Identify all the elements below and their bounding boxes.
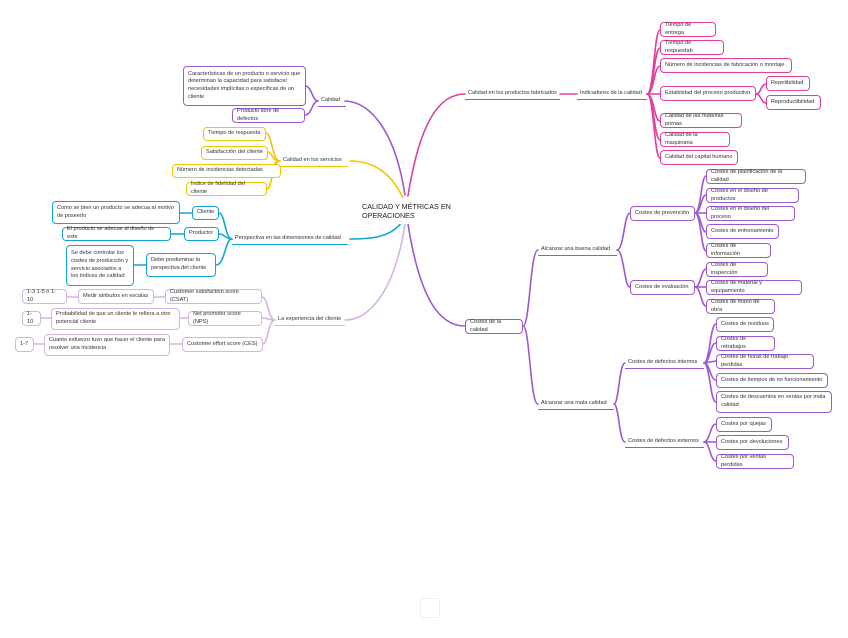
topic-inspeccion[interactable]: Costes de inspección (706, 262, 768, 277)
topic-satisfaccion-cliente[interactable]: Satisfacción del cliente (201, 146, 268, 160)
link-root-costes (407, 223, 466, 327)
topic-nps-scale[interactable]: 1-10 (22, 311, 41, 326)
topic-incidencias-fabricacion[interactable]: Número de incidencias de fabricación o m… (660, 58, 792, 73)
topic-ces-desc[interactable]: Cuanto esfuerzo tuvo que hacer el client… (44, 334, 170, 356)
topic-costes-prevencion[interactable]: Costes de prevención (630, 206, 695, 221)
topic-costes-calidad[interactable]: Costes de la calidad (465, 319, 523, 334)
topic-defectos-internos[interactable]: Costes de defectos internos (625, 357, 704, 369)
topic-nps[interactable]: Net promoter score (NPS) (188, 311, 262, 326)
topic-estabilidad-proceso[interactable]: Estabilidad del proceso productivo (660, 86, 756, 101)
root-topic[interactable]: CALIDAD Y MÉTRICAS EN OPERACIONES (362, 198, 452, 224)
topic-materias-primas[interactable]: Calidad de las materias primas (660, 113, 742, 128)
topic-producto-libre-defectos[interactable]: Producto libre de defectos (232, 108, 305, 123)
link-root-perspectiva (349, 221, 403, 240)
link-root-calidad (344, 100, 406, 196)
topic-calidad-servicios[interactable]: Calidad en los servicios (280, 155, 348, 167)
topic-tiempo-respuestab[interactable]: Tiempo de respuestab (660, 40, 724, 55)
topic-costes-evaluacion[interactable]: Costes de evaluación (630, 280, 695, 295)
topic-repetibilidad[interactable]: Repetibilidad (766, 76, 810, 91)
topic-buena-calidad[interactable]: Alcanzar una buena calidad (538, 244, 617, 256)
topic-quejas[interactable]: Costes por quejas (716, 417, 772, 432)
topic-numero-incidencias[interactable]: Número de incidencias detectadas (172, 164, 281, 178)
topic-ces[interactable]: Customer effort score (CES) (182, 337, 263, 352)
topic-mala-calidad[interactable]: Alcanzar una mala calidad (538, 398, 614, 410)
topic-defectos-externos[interactable]: Costes de defectos externos (625, 436, 704, 448)
topic-maquinaria[interactable]: Calidad de la maquinaria (660, 132, 730, 147)
topic-ces-scale[interactable]: 1-7 (15, 337, 34, 352)
topic-productor-desc[interactable]: El producto se adecue al diseño de este (62, 226, 171, 241)
topic-reproductibilidad[interactable]: Reproductibilidad (766, 95, 821, 110)
topic-cliente[interactable]: Cliente (192, 206, 219, 220)
topic-controlar-costes[interactable]: Se debe controlar los costes de producci… (66, 245, 134, 286)
topic-tiempo-respuesta[interactable]: Tiempo de respuesta (203, 127, 266, 141)
topic-devoluciones[interactable]: Costes por devoluciones (716, 435, 789, 450)
link-root-experiencia (344, 223, 406, 321)
topic-predominar-cliente[interactable]: Debe predominar la perspectiva del clien… (146, 253, 216, 277)
topic-ventas-perdidas[interactable]: Costes por ventas perdidas (716, 454, 794, 469)
canvas-marker (420, 598, 440, 618)
topic-entrenamiento[interactable]: Costes de entrenamiento (706, 224, 779, 239)
topic-informacion[interactable]: Costes de información (706, 243, 771, 258)
topic-csat-scale[interactable]: 1-3 1-5 o 1-10 (22, 289, 67, 304)
topic-retrabajos[interactable]: Costes de retrabajos (716, 336, 775, 351)
topic-residuos[interactable]: Costes de residuos (716, 317, 774, 332)
topic-experiencia-cliente[interactable]: La experiencia del cliente (275, 314, 345, 326)
topic-productor[interactable]: Productor (184, 227, 219, 241)
topic-diseno-proceso[interactable]: Costes en el diseño del proceso (706, 206, 795, 221)
topic-calidad-definicion[interactable]: Características de un producto o servici… (183, 66, 306, 106)
topic-calidad[interactable]: Calidad (318, 95, 346, 107)
topic-indicadores-calidad[interactable]: Indicadores de la calidad (577, 88, 647, 100)
topic-cliente-desc[interactable]: Como se bien un producto se adecua al mo… (52, 201, 180, 224)
topic-material-equipamiento[interactable]: Costes de material y equipamiento (706, 280, 802, 295)
topic-perspectiva[interactable]: Perspectiva en las dimensiones de calida… (232, 233, 348, 245)
topic-capital-humano[interactable]: Calidad del capital humano (660, 150, 738, 165)
topic-no-funcionamiento[interactable]: Costes de tiempos de no funcionamiento (716, 373, 828, 388)
topic-productos-fabricados[interactable]: Calidad en los productos fabricados (465, 88, 560, 100)
topic-descuentos-ventas[interactable]: Costes de descuentos en ventas por mala … (716, 391, 832, 413)
topic-csat-desc[interactable]: Medir atributos en escalas (78, 289, 154, 304)
root-topic-label: CALIDAD Y MÉTRICAS EN OPERACIONES (362, 201, 451, 220)
topic-nps-desc[interactable]: Probabilidad de que un cliente le refier… (51, 308, 180, 330)
topic-horas-perdidas[interactable]: Costes de horas de trabajo perdidas (716, 354, 814, 369)
topic-mano-obra[interactable]: Costes de mano de obra (706, 299, 775, 314)
topic-indice-fidelidad[interactable]: Índice de fidelidad del cliente (186, 181, 267, 196)
link-root-fabricados (407, 93, 466, 197)
topic-csat[interactable]: Customer satisfaction score (CSAT) (165, 289, 262, 304)
topic-diseno-productos[interactable]: Costes en el diseño de productos (706, 188, 799, 203)
topic-planificacion-calidad[interactable]: Costes de planificación de la calidad (706, 169, 806, 184)
link-root-servicios (349, 160, 404, 199)
topic-tiempo-entrega[interactable]: Tiempo de entrega (660, 22, 716, 37)
